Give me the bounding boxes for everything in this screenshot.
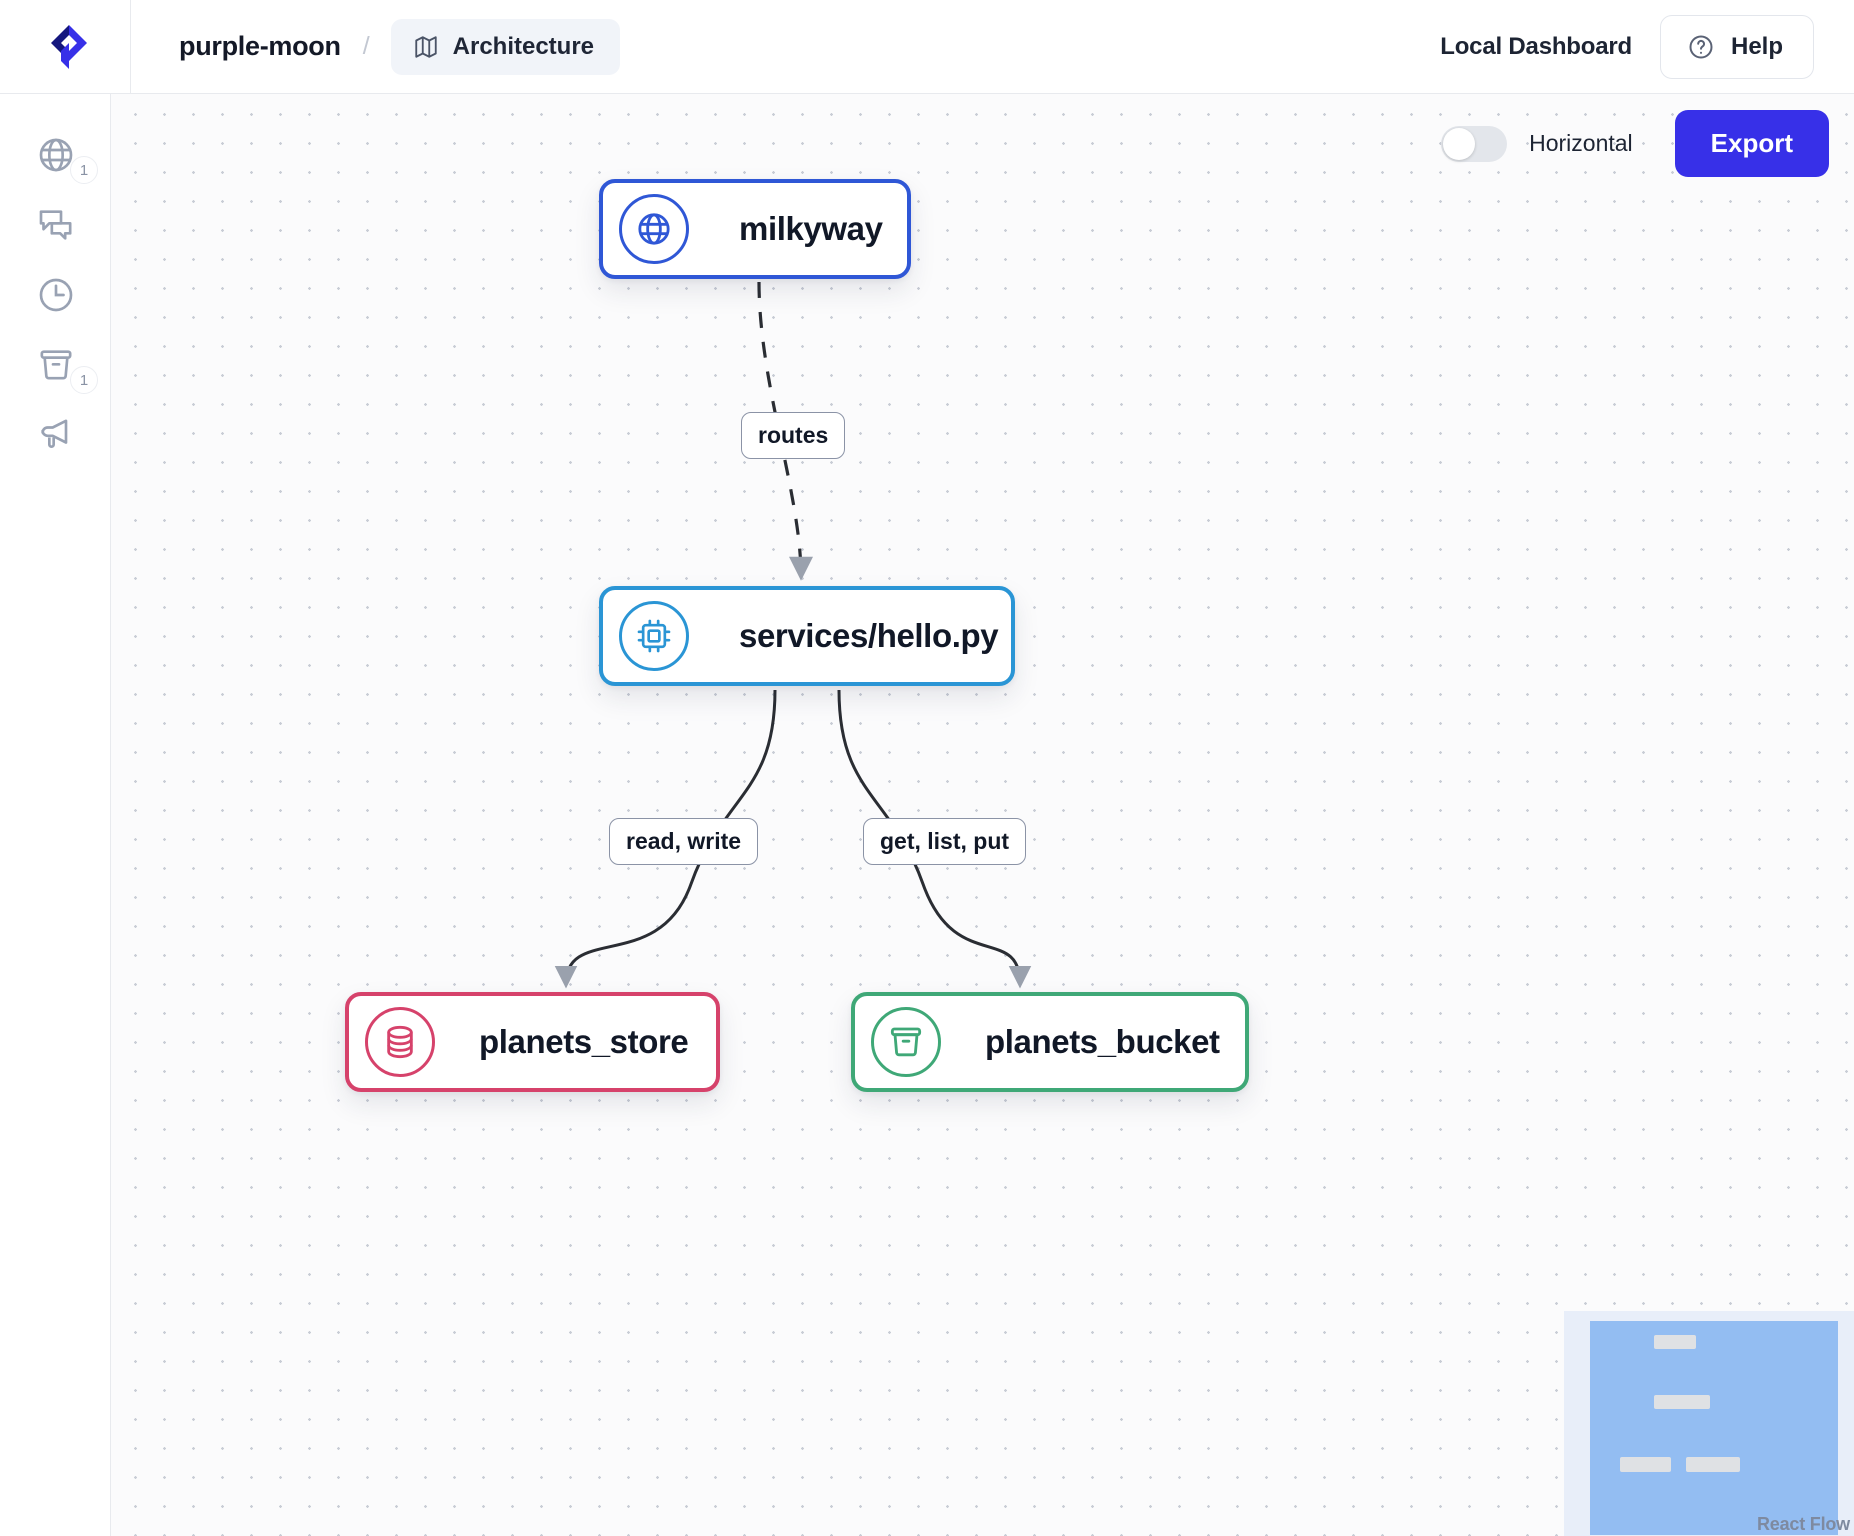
sidebar-item-announcements[interactable] xyxy=(0,400,111,470)
horizontal-orientation-toggle[interactable] xyxy=(1441,125,1508,162)
app-logo-icon xyxy=(51,24,87,69)
edge-label-read-write[interactable]: read, write xyxy=(609,818,759,865)
sidebar-badge-endpoints: 1 xyxy=(70,156,98,184)
help-button[interactable]: Help xyxy=(1659,14,1814,79)
edge-service-bucket xyxy=(837,689,1032,989)
export-button[interactable]: Export xyxy=(1674,110,1829,177)
toggle-knob xyxy=(1443,127,1476,160)
chat-bubbles-icon xyxy=(39,210,71,240)
sidebar-item-endpoints[interactable]: 1 xyxy=(0,120,111,190)
header-actions: Local Dashboard Help xyxy=(1440,14,1854,79)
node-icon-wrap-milkyway xyxy=(619,194,689,264)
edge-label-get-list-put[interactable]: get, list, put xyxy=(863,818,1027,865)
sidebar-item-messages[interactable] xyxy=(0,190,111,260)
minimap-node xyxy=(1654,1335,1696,1349)
minimap-node xyxy=(1620,1457,1671,1472)
question-circle-icon xyxy=(1689,35,1713,58)
breadcrumb-label: Architecture xyxy=(452,32,595,60)
breadcrumb-separator: / xyxy=(362,32,370,60)
clock-icon xyxy=(39,278,72,312)
globe-icon xyxy=(638,213,670,245)
app-header: purple-moon / Architecture Local Dashboa… xyxy=(0,0,1854,94)
architecture-canvas[interactable]: Horizontal Export milkyway serv xyxy=(111,94,1854,1536)
graph-node-planets-store[interactable]: planets_store xyxy=(345,992,720,1092)
help-label: Help xyxy=(1730,32,1783,60)
node-icon-wrap-bucket xyxy=(871,1007,941,1077)
sidebar-badge-buckets: 1 xyxy=(70,366,98,394)
database-icon xyxy=(387,1025,413,1059)
node-icon-wrap-store xyxy=(365,1007,435,1077)
horizontal-toggle-label: Horizontal xyxy=(1529,130,1633,156)
edge-service-store xyxy=(554,689,777,989)
minimap-node xyxy=(1654,1395,1710,1409)
edge-label-routes[interactable]: routes xyxy=(741,412,846,459)
left-sidebar: 1 1 xyxy=(0,94,111,1536)
logo-container[interactable] xyxy=(0,0,131,94)
minimap-node xyxy=(1686,1457,1740,1472)
minimap-viewport-mask xyxy=(1590,1321,1838,1535)
sidebar-item-history[interactable] xyxy=(0,260,111,330)
node-label-planets-bucket: planets_bucket xyxy=(985,1023,1220,1060)
breadcrumb-architecture[interactable]: Architecture xyxy=(390,18,621,75)
sidebar-item-buckets[interactable]: 1 xyxy=(0,330,111,400)
node-label-planets-store: planets_store xyxy=(479,1023,689,1060)
local-dashboard-label: Local Dashboard xyxy=(1440,32,1632,60)
bucket-icon xyxy=(890,1027,922,1057)
page-title: purple-moon xyxy=(179,31,341,61)
canvas-top-controls: Horizontal Export xyxy=(1441,110,1829,177)
minimap[interactable] xyxy=(1564,1311,1854,1536)
megaphone-icon xyxy=(40,419,67,448)
node-icon-wrap-service xyxy=(619,601,689,671)
globe-icon xyxy=(39,138,72,172)
cpu-chip-icon xyxy=(637,619,671,653)
react-flow-attribution[interactable]: React Flow xyxy=(1756,1514,1850,1534)
node-label-milkyway: milkyway xyxy=(739,210,883,247)
graph-node-planets-bucket[interactable]: planets_bucket xyxy=(851,992,1249,1092)
map-icon xyxy=(414,35,437,58)
node-label-service: services/hello.py xyxy=(739,617,999,654)
graph-node-milkyway[interactable]: milkyway xyxy=(599,179,911,279)
graph-node-service[interactable]: services/hello.py xyxy=(599,586,1015,686)
bucket-icon xyxy=(40,350,71,380)
